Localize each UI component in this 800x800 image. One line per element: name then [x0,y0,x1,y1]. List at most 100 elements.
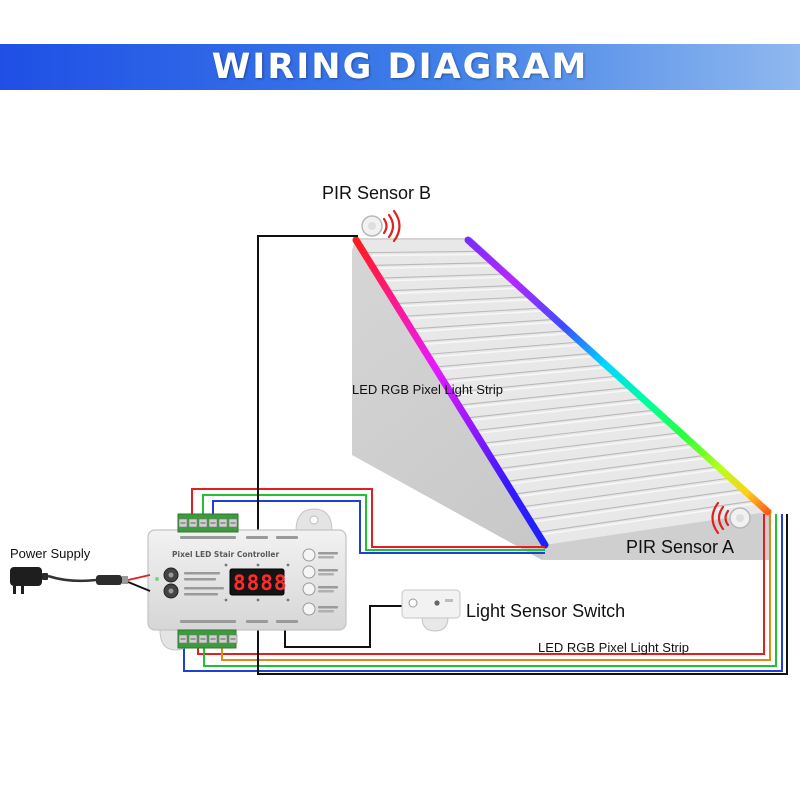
stair-step-edge [403,307,544,317]
stair-step-edge [395,296,531,305]
power-supply-adapter [10,567,151,594]
stair-step-edge [466,398,644,419]
button-caption [318,569,338,572]
stair-step-highlight [418,332,569,346]
stair-step-highlight [363,253,481,257]
wire-pir-b [257,235,358,534]
stair-controller: Pixel LED Stair Controller 8888 [147,508,347,651]
wire-light-sensor [284,605,404,648]
pir-sensor-b [361,209,401,243]
stair-step-edge [411,318,556,330]
connector-labels [180,536,298,623]
controller-button[interactable] [302,602,316,616]
label-power-supply: Power Supply [10,546,91,561]
power-cable [47,574,97,583]
stair-step-highlight [481,423,669,448]
button-caption [318,586,338,589]
label-led-strip-upper: LED RGB Pixel Light Strip [352,382,503,397]
wire-black-pir-a [257,514,788,675]
led-display-digits: 8888 [233,571,288,595]
stair-step-highlight [521,480,731,511]
wire-red-top [191,488,545,548]
stair-step-edge [426,341,581,355]
button-caption [318,556,334,559]
stair-step-edge [474,409,656,432]
page-title: WIRING DIAGRAM [211,47,589,87]
stair-step-edge [537,500,756,533]
stair-step-highlight [458,389,631,410]
stair-step-edge [481,420,669,444]
label-pir-sensor-b: PIR Sensor B [322,183,431,203]
label-pir-sensor-a: PIR Sensor A [626,537,734,557]
wire-red-bottom [197,514,765,655]
stair-step-highlight [387,287,519,295]
wire-green-bottom [203,514,777,667]
wire-green-top [202,494,545,551]
wire-blue-top [212,500,545,554]
stair-step-edge [505,454,706,483]
staircase [352,238,770,560]
stair-step-edge [371,262,494,266]
stair-step-edge [529,488,744,521]
stair-step-edge [497,443,694,470]
stair-step-edge [489,432,681,457]
power-plug-body [10,567,42,586]
stair-step-edge [442,364,606,381]
stair-step-highlight [379,276,506,282]
button-caption [318,573,334,576]
controller-button[interactable] [302,582,316,596]
light-sensor-switch [401,589,461,632]
spec-text [184,572,224,596]
title-banner [0,44,800,90]
stair-step-highlight [497,446,694,473]
stair-step-highlight [395,298,531,308]
stair-step-highlight [489,434,681,460]
button-caption [318,552,338,555]
stair-step-edge [434,352,594,368]
wiring [183,235,788,675]
stair-step-highlight [513,468,719,498]
stair-step-edge [450,375,619,394]
stair-step-highlight [466,400,644,422]
stair-step-edge [521,477,731,508]
controller-buttons [302,548,338,616]
stair-step-highlight [371,264,494,270]
stair-step-highlight [529,491,744,524]
stair-step-highlight [403,310,544,321]
stair-step-edge [513,466,719,495]
button-caption [318,610,334,613]
light-sensor-eye [408,598,418,608]
light-sensor-body [401,589,461,619]
stair-steps [363,250,756,537]
signal-waves-icon [711,501,730,535]
button-caption [318,606,338,609]
stair-step-edge [387,284,519,292]
power-connector [96,575,122,585]
wire-orange-bottom [221,514,771,661]
light-sensor-mount-tab [421,616,449,632]
terminal-block-bottom [177,629,238,649]
led-display [229,568,285,596]
signal-waves-icon [382,209,401,243]
stair-step-highlight [474,412,656,435]
stair-step-edge [418,330,569,343]
controller-button[interactable] [302,548,316,562]
stair-step-highlight [426,344,581,359]
controller-title: Pixel LED Stair Controller [172,550,280,559]
led-strip-left [352,236,549,549]
led-strip-right [464,236,772,516]
controller-button[interactable] [302,565,316,579]
stair-step-highlight [442,366,606,384]
terminal-block-top [177,513,239,533]
label-light-sensor-switch: Light Sensor Switch [466,601,625,621]
status-led [155,577,159,581]
stair-step-edge [363,250,481,254]
stair-step-highlight [450,378,619,397]
stair-step-highlight [537,502,756,537]
button-caption [318,590,334,593]
wire-blue-bottom [183,514,783,672]
stair-step-highlight [505,457,706,486]
pir-sensor-a [711,501,751,535]
